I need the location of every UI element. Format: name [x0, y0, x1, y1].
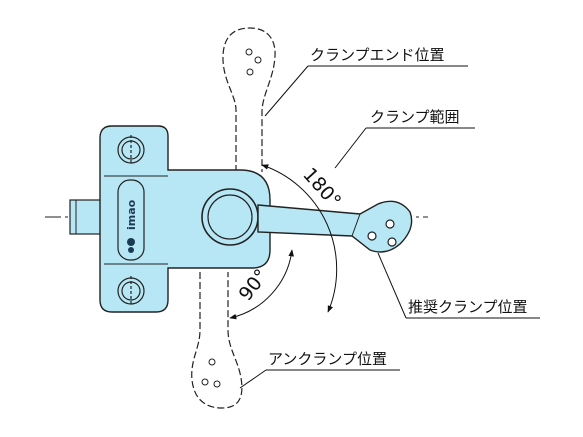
leader-unclamp — [239, 369, 400, 389]
arc-unclamp-90 — [229, 249, 294, 320]
leader-clamp-range — [334, 127, 475, 169]
label-clamp-end-position: クランプエンド位置 — [310, 46, 445, 64]
leader-recommended — [377, 252, 540, 319]
leader-clamp-end — [264, 65, 468, 117]
arm-holes — [367, 219, 397, 247]
shaft — [69, 199, 103, 235]
handle-inner — [207, 194, 253, 240]
brand-logo: imao — [125, 199, 138, 230]
arm-unclamp-position — [191, 272, 243, 409]
brand-logo-icon — [127, 238, 135, 253]
clamp-end-holes — [245, 48, 262, 76]
mounting-hole-top — [117, 135, 145, 165]
label-unclamp-position: アンクランプ位置 — [268, 350, 387, 368]
brand-plate — [117, 179, 145, 261]
mounting-hole-bottom — [117, 276, 145, 306]
unclamp-holes — [201, 358, 221, 388]
label-recommended-clamp-position: 推奨クランプ位置 — [408, 298, 528, 316]
body-step — [104, 175, 168, 265]
arm-neck-line — [351, 213, 361, 237]
angle-180-label: 180° — [298, 164, 345, 213]
label-clamp-range: クランプ範囲 — [370, 108, 460, 126]
arm-clamp-end-position — [222, 27, 276, 172]
arc-clamp-range-180 — [261, 164, 338, 313]
